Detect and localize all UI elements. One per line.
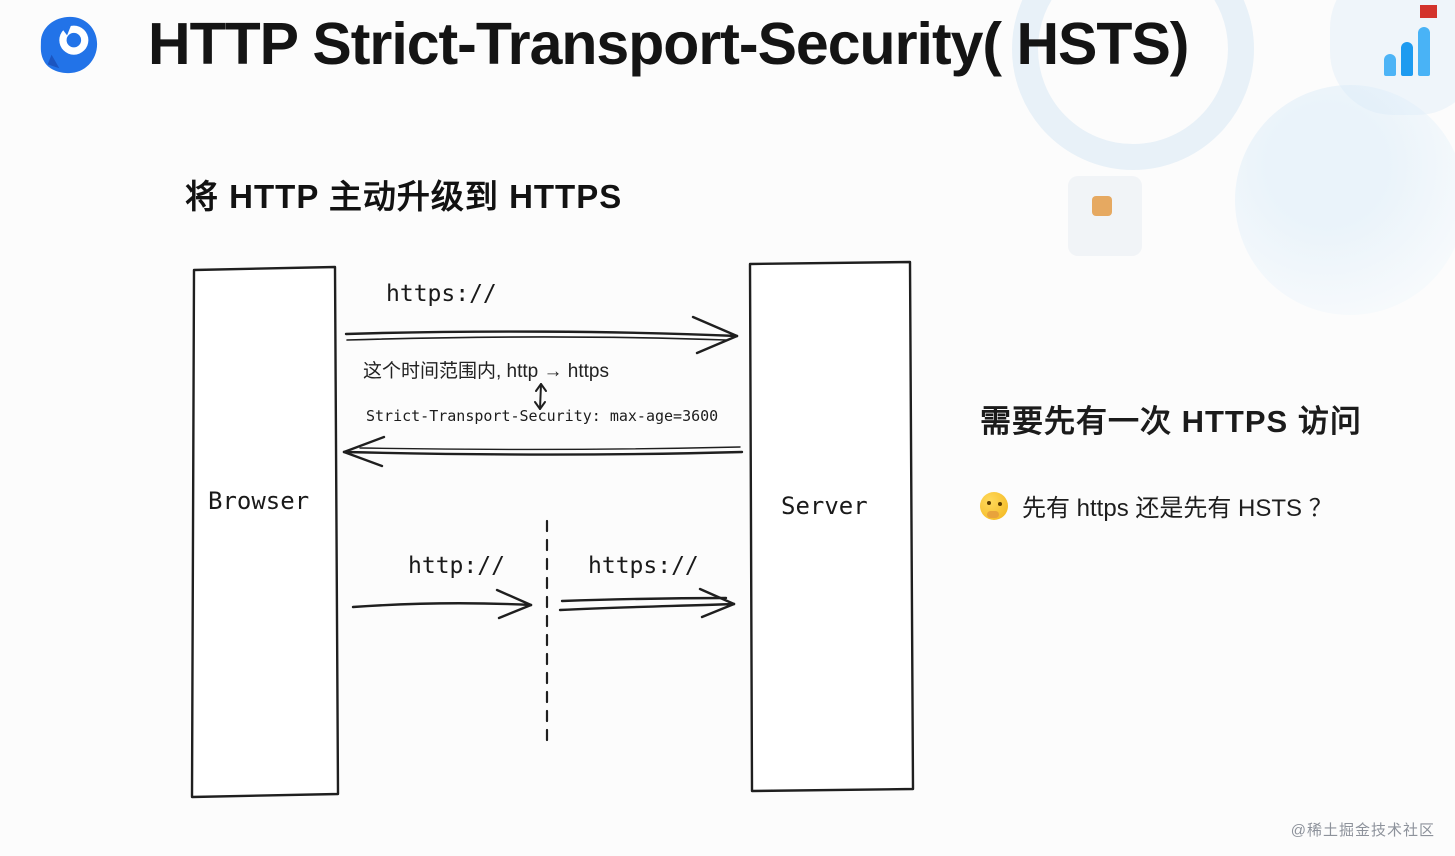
arrow-https-request: [344, 330, 739, 338]
bar-chart-bar: [1418, 27, 1430, 76]
arrow-https-upgraded: [558, 602, 736, 612]
server-box-label: Server: [781, 492, 868, 520]
red-corner-mark: [1420, 5, 1437, 18]
arrow-http-attempt: [351, 602, 533, 609]
hsts-note-text: 这个时间范围内, http → https: [363, 361, 609, 382]
bar-chart-bar: [1384, 54, 1396, 76]
community-watermark: @稀土掘金技术社区: [1290, 822, 1435, 839]
page-title: HTTP Strict-Transport-Security( HSTS): [148, 11, 1189, 77]
question-text: 先有 https 还是先有 HSTS ？: [1022, 495, 1333, 522]
request-protocol-label: https://: [386, 281, 497, 307]
arrow-hsts-response: [342, 450, 744, 456]
app-logo-icon: [38, 13, 100, 77]
updown-arrow: [539, 383, 542, 410]
aside-heading: 需要先有一次 HTTPS 访问: [980, 404, 1362, 439]
bar-chart-bar: [1401, 42, 1413, 76]
bar-chart-icon: [1384, 27, 1430, 76]
https-protocol-label: https://: [588, 553, 699, 579]
browser-box: [190, 265, 340, 799]
question-row: 先有 https 还是先有 HSTS ？: [980, 488, 1333, 523]
http-protocol-label: http://: [408, 553, 505, 579]
thinking-face-emoji-icon: [980, 491, 1008, 520]
server-box: [748, 260, 915, 793]
diagram-subtitle: 将 HTTP 主动升级到 HTTPS: [185, 178, 623, 215]
browser-box-label: Browser: [208, 487, 310, 515]
hsts-header-text: Strict-Transport-Security: max-age=3600: [366, 407, 719, 425]
